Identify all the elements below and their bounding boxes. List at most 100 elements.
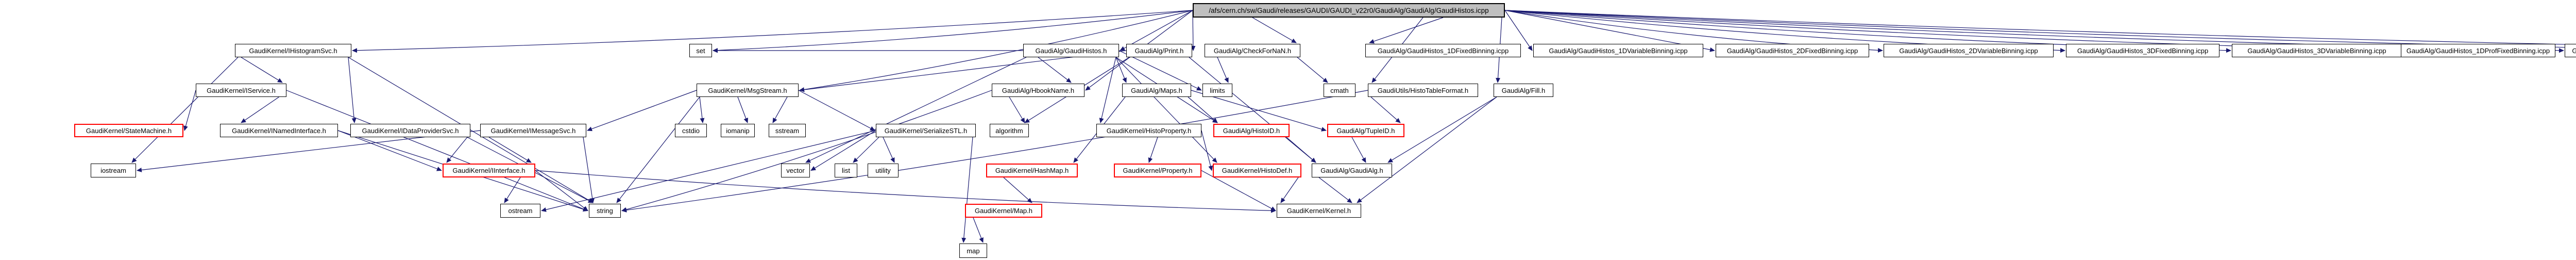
- include-edge-serializestl-to-list: [853, 137, 879, 163]
- graph-node-map[interactable]: map: [959, 243, 987, 258]
- include-edge-ihistogramsvc-to-idataprovidersvc: [348, 57, 357, 123]
- include-edge-checkfornan-to-cmath: [1297, 57, 1328, 83]
- graph-node-icpp7[interactable]: GaudiAlg/GaudiHistos_1DProfFixedBinning.…: [2401, 44, 2555, 57]
- include-edge-msgstream-to-serializestl: [798, 90, 875, 131]
- include-edge-title-to-msgstream: [799, 10, 1193, 92]
- graph-node-idataprovidersvc[interactable]: GaudiKernel/IDataProviderSvc.h: [350, 124, 470, 137]
- include-edge-hbookname-to-algorithm: [1009, 96, 1025, 123]
- graph-title-node: /afs/cern.ch/sw/Gaudi/releases/GAUDI/GAU…: [1193, 3, 1505, 18]
- graph-node-iostream[interactable]: iostream: [91, 164, 136, 177]
- graph-node-icpp3[interactable]: GaudiAlg/GaudiHistos_2DFixedBinning.icpp: [1716, 44, 1869, 57]
- graph-node-fill[interactable]: GaudiAlg/Fill.h: [1494, 84, 1553, 97]
- include-edge-iservice-to-inamedinterface: [241, 96, 279, 123]
- include-edge-map_h-to-map: [973, 217, 984, 243]
- graph-node-maps[interactable]: GaudiAlg/Maps.h: [1122, 84, 1191, 97]
- graph-node-string[interactable]: string: [589, 204, 621, 218]
- graph-node-hashmap[interactable]: GaudiKernel/HashMap.h: [986, 164, 1078, 177]
- graph-node-histoproperty[interactable]: GaudiKernel/HistoProperty.h: [1096, 124, 1201, 137]
- graph-node-tupleid[interactable]: GaudiAlg/TupleID.h: [1327, 124, 1404, 137]
- include-edge-hbookname-to-string: [621, 90, 992, 212]
- graph-node-histodef[interactable]: GaudiKernel/HistoDef.h: [1213, 164, 1301, 177]
- graph-node-cmath[interactable]: cmath: [1324, 84, 1355, 97]
- include-edge-msgstream-to-cstdio: [699, 96, 705, 123]
- include-edge-imessagesvc-to-string: [583, 137, 595, 203]
- include-edge-title-to-set: [713, 10, 1193, 53]
- graph-node-property[interactable]: GaudiKernel/Property.h: [1114, 164, 1201, 177]
- graph-node-algorithm[interactable]: algorithm: [990, 124, 1029, 137]
- graph-node-cstdio[interactable]: cstdio: [675, 124, 707, 137]
- include-edge-idataprovidersvc-to-iinterface: [446, 137, 468, 163]
- include-edge-imessagesvc-to-iinterface: [488, 137, 532, 163]
- include-edge-msgstream-to-sstream: [772, 96, 788, 123]
- graph-node-icpp2[interactable]: GaudiAlg/GaudiHistos_1DVariableBinning.i…: [1533, 44, 1703, 57]
- graph-node-kernel[interactable]: GaudiKernel/Kernel.h: [1277, 204, 1361, 218]
- include-edge-ihistogramsvc-to-iostream: [131, 57, 239, 163]
- graph-node-msgstream[interactable]: GaudiKernel/MsgStream.h: [697, 84, 799, 97]
- graph-node-icpp5[interactable]: GaudiAlg/GaudiHistos_3DFixedBinning.icpp: [2066, 44, 2219, 57]
- graph-node-icpp8[interactable]: GaudiAlg/GaudiHistos_1DProfVariableBinni…: [2565, 44, 2576, 57]
- include-edge-property-to-kernel: [1201, 170, 1276, 212]
- graph-node-iservice[interactable]: GaudiKernel/IService.h: [196, 84, 286, 97]
- include-edge-tupleid-to-gaudialg_h: [1351, 137, 1366, 163]
- graph-node-limits[interactable]: limits: [1202, 84, 1232, 97]
- graph-node-gaudihistos_h[interactable]: GaudiAlg/GaudiHistos.h: [1023, 44, 1119, 57]
- include-edge-msgstream-to-imessagesvc: [587, 90, 697, 132]
- graph-node-checkfornan[interactable]: GaudiAlg/CheckForNaN.h: [1205, 44, 1300, 57]
- include-edge-gaudihistos_h-to-hbookname: [1038, 57, 1072, 83]
- graph-node-imessagesvc[interactable]: GaudiKernel/IMessageSvc.h: [480, 124, 586, 137]
- graph-node-histotableformat[interactable]: GaudiUtils/HistoTableFormat.h: [1368, 84, 1478, 97]
- include-edge-gaudialg_h-to-kernel: [1318, 177, 1352, 203]
- include-edge-title-to-icpp2: [1504, 10, 1533, 51]
- graph-node-utility[interactable]: utility: [868, 164, 899, 177]
- include-edge-histotableformat-to-string: [621, 90, 1368, 213]
- include-edge-ihistogramsvc-to-iservice: [241, 57, 283, 83]
- graph-node-ihistogramsvc[interactable]: GaudiKernel/IHistogramSvc.h: [235, 44, 351, 57]
- graph-node-map_h[interactable]: GaudiKernel/Map.h: [965, 204, 1042, 218]
- graph-node-icpp6[interactable]: GaudiAlg/GaudiHistos_3DVariableBinning.i…: [2232, 44, 2402, 57]
- include-edge-histodef-to-kernel: [1280, 177, 1299, 203]
- include-edge-title-to-ihistogramsvc: [352, 10, 1193, 53]
- graph-node-set[interactable]: set: [689, 44, 712, 57]
- graph-node-serializestl[interactable]: GaudiKernel/SerializeSTL.h: [876, 124, 976, 137]
- graph-node-iinterface[interactable]: GaudiKernel/IInterface.h: [443, 164, 535, 177]
- include-edge-gaudihistos_h-to-vector: [805, 57, 1027, 163]
- include-edge-hashmap-to-map_h: [1003, 177, 1032, 203]
- include-edge-title-to-icpp10: [1504, 10, 2576, 45]
- graph-node-icpp4[interactable]: GaudiAlg/GaudiHistos_2DVariableBinning.i…: [1884, 44, 2054, 57]
- graph-node-histoid[interactable]: GaudiAlg/HistoID.h: [1213, 124, 1290, 137]
- include-edge-fill-to-gaudialg_h: [1387, 96, 1497, 163]
- graph-node-list[interactable]: list: [835, 164, 857, 177]
- include-edge-gaudihistos_h-to-histoproperty: [1099, 57, 1116, 123]
- graph-node-hbookname[interactable]: GaudiAlg/HbookName.h: [992, 84, 1084, 97]
- graph-node-statemachine[interactable]: GaudiKernel/StateMachine.h: [74, 124, 183, 137]
- include-edge-histoproperty-to-property: [1148, 137, 1158, 163]
- include-edge-print-to-gaudialg_h: [1189, 57, 1316, 163]
- graph-node-gaudialg_h[interactable]: GaudiAlg/GaudiAlg.h: [1312, 164, 1392, 177]
- include-edge-serializestl-to-ostream: [541, 130, 876, 212]
- graph-node-icpp1[interactable]: GaudiAlg/GaudiHistos_1DFixedBinning.icpp: [1365, 44, 1521, 57]
- include-edge-serializestl-to-map: [961, 137, 973, 243]
- graph-node-ostream[interactable]: ostream: [500, 204, 540, 218]
- include-edge-ihistogramsvc-to-string: [348, 57, 594, 203]
- include-edge-fill-to-kernel: [1357, 96, 1497, 203]
- include-edge-maps-to-histoid: [1188, 96, 1218, 123]
- graph-node-print[interactable]: GaudiAlg/Print.h: [1126, 44, 1192, 57]
- include-edge-serializestl-to-vector: [810, 130, 876, 171]
- include-edge-checkfornan-to-limits: [1217, 57, 1229, 83]
- graph-node-sstream[interactable]: sstream: [769, 124, 806, 137]
- graph-node-iomanip[interactable]: iomanip: [721, 124, 755, 137]
- include-edge-gaudihistos_h-to-maps: [1115, 57, 1127, 83]
- include-edge-histoproperty-to-histodef: [1201, 130, 1213, 171]
- include-edge-msgstream-to-string: [616, 96, 700, 203]
- include-edge-serializestl-to-utility: [883, 137, 895, 163]
- include-edge-title-to-icpp1: [1369, 17, 1444, 44]
- graph-node-vector[interactable]: vector: [781, 164, 810, 177]
- include-edge-iservice-to-string: [286, 90, 588, 212]
- include-edge-title-to-checkfornan: [1252, 17, 1297, 43]
- include-edge-iinterface-to-string: [535, 170, 588, 212]
- graph-node-inamedinterface[interactable]: GaudiKernel/INamedInterface.h: [220, 124, 338, 137]
- include-edge-histoid-to-gaudialg_h: [1286, 137, 1316, 163]
- include-edge-iinterface-to-kernel: [535, 170, 1276, 213]
- include-edge-msgstream-to-iomanip: [737, 96, 749, 123]
